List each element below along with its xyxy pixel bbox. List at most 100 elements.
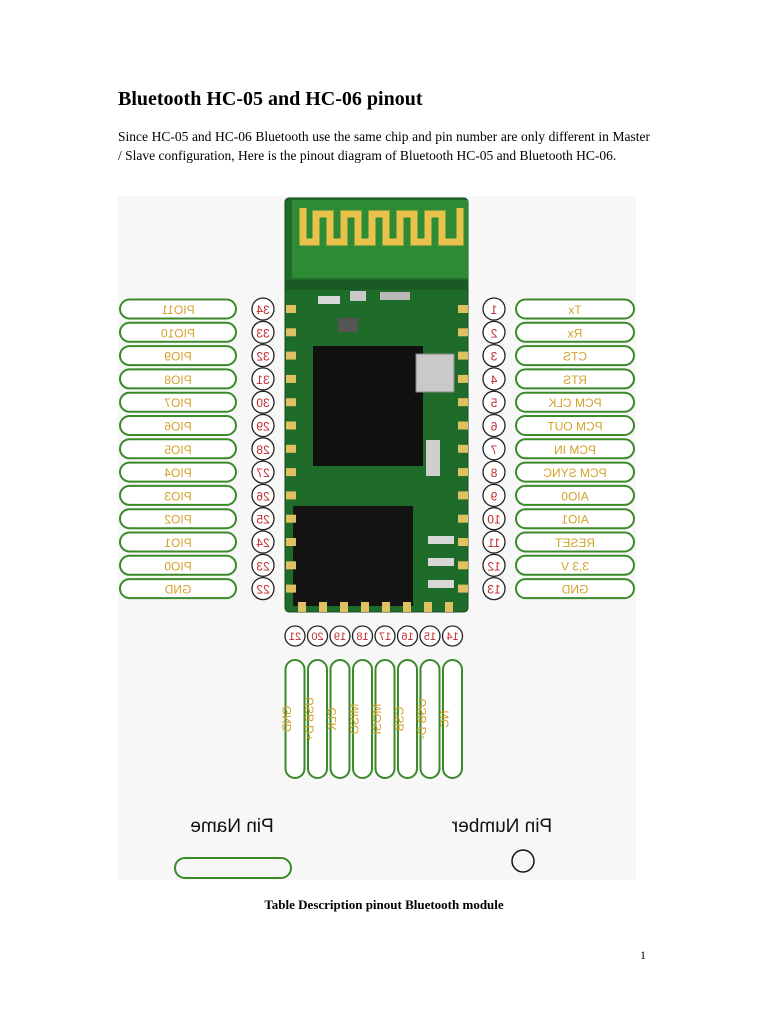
pin-name-label: NC — [438, 710, 452, 728]
pcb-pad — [286, 398, 296, 406]
pin-name-label: PCM IN — [554, 443, 596, 457]
right-pin-column: 1Tx2Rx3CTS4RTS5PCM CLK6PCM OUT7PCM IN8PC… — [483, 298, 634, 600]
page-number: 1 — [640, 948, 646, 963]
intro-paragraph: Since HC-05 and HC-06 Bluetooth use the … — [118, 127, 650, 165]
right-pin-row: 11 RESET — [483, 531, 634, 553]
smd-component — [428, 558, 454, 566]
pcb-pad — [286, 305, 296, 313]
bottom-pin-name: GND — [280, 660, 305, 778]
pin-name-label: CLK — [325, 707, 339, 730]
pcb-pad — [403, 602, 411, 612]
pcb-pad — [458, 305, 468, 313]
pin-number-label: 26 — [256, 489, 270, 503]
pin-name-label: USB D+ — [303, 697, 317, 741]
pin-name-label: Rx — [568, 326, 583, 340]
pin-number-label: 13 — [487, 583, 501, 597]
pin-number-label: 20 — [311, 631, 323, 643]
pcb-pad — [458, 491, 468, 499]
right-pin-row: 1Tx — [483, 298, 634, 320]
pin-number-label: 5 — [490, 396, 497, 410]
pin-number-label: 22 — [256, 583, 270, 597]
legend-pin-number-shape — [512, 850, 534, 872]
pin-number-label: 32 — [256, 350, 270, 364]
left-pin-row: PIO1134 — [120, 298, 274, 320]
pin-name-label: MOSI — [370, 704, 384, 735]
right-pin-row: 13GND — [483, 578, 634, 600]
pcb-pad — [286, 445, 296, 453]
pcb-pad — [340, 602, 348, 612]
pin-name-label: CSB — [393, 707, 407, 732]
smd-component — [428, 536, 454, 544]
pcb-pad — [382, 602, 390, 612]
pcb-pad — [361, 602, 369, 612]
right-pin-row: 6PCM OUT — [483, 415, 634, 437]
smd-component — [318, 296, 340, 304]
pcb-pad — [458, 352, 468, 360]
pin-number-label: 3 — [490, 350, 497, 364]
bottom-pin-name: MOSI — [370, 660, 395, 778]
left-pin-row: GND 22 — [120, 578, 274, 600]
pcb-pad — [319, 602, 327, 612]
bottom-pin-name: NC — [438, 660, 463, 778]
smd-component — [428, 580, 454, 588]
bottom-pin-name: CSB — [393, 660, 418, 778]
pin-name-label: USB D- — [415, 699, 429, 740]
right-pin-row: 2 Rx — [483, 321, 634, 343]
bottom-pin-number: 21 — [285, 626, 305, 646]
crystal-oscillator — [416, 354, 454, 392]
bottom-pin-number: 18 — [353, 626, 373, 646]
legend-pin-name-shape — [175, 858, 291, 878]
smd-component — [338, 318, 358, 332]
bottom-pin-numbers: 2120191817161514 — [285, 626, 463, 646]
pin-name-label: PIO5 — [164, 443, 192, 457]
right-pin-row: 3CTS — [483, 345, 634, 367]
pin-number-label: 17 — [379, 631, 391, 643]
hc-module-board — [285, 198, 468, 612]
pin-name-label: AIO1 — [561, 513, 589, 527]
left-pin-row: PIO528 — [120, 438, 274, 460]
bluetooth-chip — [313, 346, 423, 466]
pin-number-label: 19 — [334, 631, 346, 643]
pin-number-label: 2 — [490, 326, 497, 340]
left-pin-row: PIO1033 — [120, 321, 274, 343]
pcb-pad — [286, 375, 296, 383]
pcb-pad — [445, 602, 453, 612]
pin-number-label: 16 — [401, 631, 413, 643]
pcb-pad — [458, 375, 468, 383]
pin-name-label: Tx — [568, 303, 581, 317]
pin-number-label: 24 — [256, 536, 270, 550]
pcb-pad — [458, 445, 468, 453]
pin-name-label: PIO0 — [164, 559, 192, 573]
pin-number-label: 29 — [256, 420, 270, 434]
pcb-pad — [286, 468, 296, 476]
pin-number-label: 11 — [487, 536, 500, 550]
pin-name-label: PIO11 — [161, 303, 194, 317]
pin-number-label: 23 — [256, 559, 270, 573]
right-pin-row: 5PCM CLK — [483, 391, 634, 413]
bottom-pin-name: MISO — [348, 660, 373, 778]
pcb-pad — [298, 602, 306, 612]
pcb-pad — [286, 585, 296, 593]
pin-number-label: 33 — [256, 326, 270, 340]
pcb-pad — [458, 515, 468, 523]
left-pin-row: PIO730 — [120, 391, 274, 413]
pcb-divider — [286, 280, 468, 290]
pin-name-label: PIO9 — [164, 350, 192, 364]
bottom-pin-number: 19 — [330, 626, 350, 646]
pin-name-label: PIO4 — [164, 466, 192, 480]
pcb-pad — [458, 538, 468, 546]
pcb-pad — [286, 328, 296, 336]
pin-number-label: 10 — [487, 513, 501, 527]
pin-number-label: 9 — [490, 489, 497, 503]
pin-name-label: RESET — [554, 536, 595, 550]
right-pin-row: 10 AIO1 — [483, 508, 634, 530]
pcb-pad — [286, 561, 296, 569]
bottom-pin-number: 14 — [443, 626, 463, 646]
pin-name-label: GND — [164, 583, 191, 597]
figure-caption: Table Description pinout Bluetooth modul… — [0, 897, 768, 913]
bottom-pin-number: 17 — [375, 626, 395, 646]
